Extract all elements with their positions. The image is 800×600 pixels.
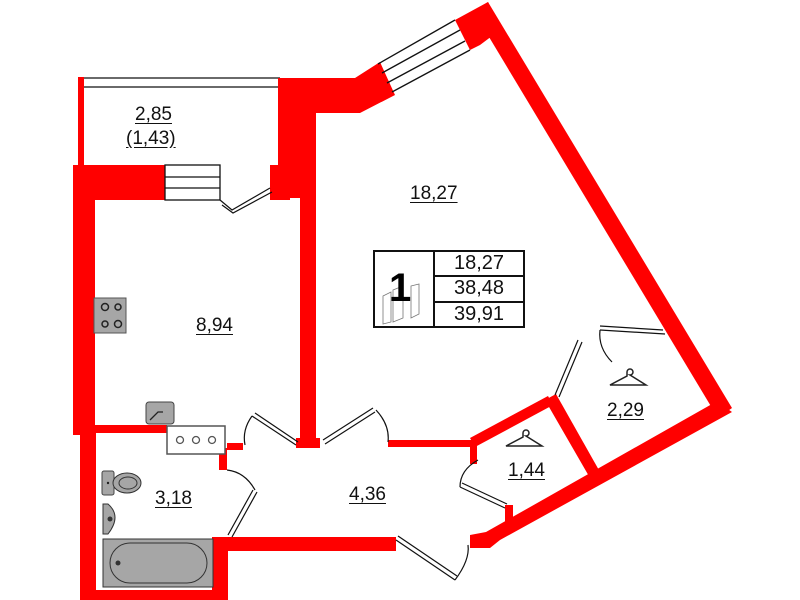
hanger-icon bbox=[505, 429, 545, 447]
wardrobe-small-area: 1,44 bbox=[508, 460, 545, 481]
wall bbox=[78, 77, 84, 168]
balcony-outline bbox=[84, 77, 280, 88]
balcony-reduced-area: (1,43) bbox=[126, 128, 176, 149]
kitchen-sink-icon bbox=[145, 401, 175, 425]
room-count: 1 bbox=[389, 266, 412, 310]
living-room-area: 18,27 bbox=[410, 183, 458, 204]
stove-icon bbox=[93, 297, 127, 334]
hallway-area: 4,36 bbox=[349, 484, 386, 505]
balcony-area: 2,85 bbox=[135, 104, 172, 125]
room-count-door-icon bbox=[382, 283, 420, 325]
window bbox=[164, 164, 221, 201]
hanger-icon bbox=[609, 368, 649, 386]
kitchen-area: 8,94 bbox=[196, 315, 233, 336]
room-count-cell: 1 bbox=[375, 252, 435, 326]
walls bbox=[73, 2, 732, 600]
wardrobe-large-area: 2,29 bbox=[607, 400, 644, 421]
bathroom-area: 3,18 bbox=[155, 488, 192, 509]
bathtub-icon bbox=[102, 538, 214, 588]
washbasin-icon bbox=[102, 503, 116, 535]
doors bbox=[219, 187, 666, 581]
total-area-cell: 38,48 bbox=[435, 275, 523, 300]
toilet-icon bbox=[101, 470, 142, 496]
total-area-with-balcony-cell: 39,91 bbox=[435, 300, 523, 326]
window bbox=[377, 19, 471, 93]
area-summary-table: 1 18,27 38,48 39,91 bbox=[373, 250, 525, 328]
meter-panel-icon bbox=[166, 425, 226, 455]
living-area-cell: 18,27 bbox=[453, 252, 505, 275]
